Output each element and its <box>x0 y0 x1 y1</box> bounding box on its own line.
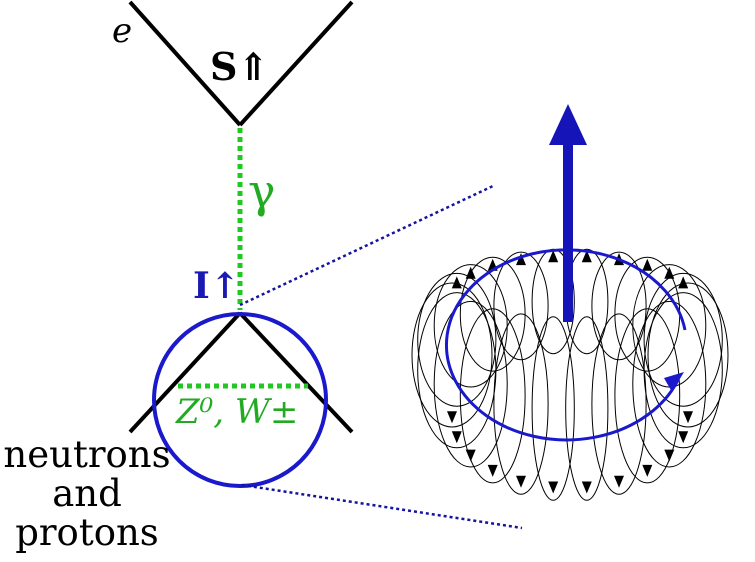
electron-line-out <box>238 0 354 127</box>
nucleons-label-line3: protons <box>15 510 159 554</box>
field-loop <box>493 313 549 495</box>
field-loop <box>411 282 493 428</box>
field-loop-arrowhead <box>451 276 462 289</box>
field-loop-arrowhead <box>451 431 462 444</box>
nucleon-vertex <box>128 311 354 434</box>
field-loop <box>614 308 681 484</box>
anapole-label: I↑ <box>193 265 241 307</box>
up-arrow-icon <box>549 104 587 322</box>
field-loop-arrowhead <box>678 431 689 444</box>
field-loop <box>632 300 707 468</box>
electron-spin-label: S⇑ <box>210 44 270 89</box>
field-loop <box>643 292 723 449</box>
field-loop <box>417 292 497 449</box>
electron-vertex <box>128 0 354 127</box>
field-loop-arrowhead <box>581 250 592 263</box>
nucleons-label: neutrons and protons <box>2 433 172 554</box>
nucleons-label-line1: neutrons <box>3 433 171 476</box>
photon-label: γ <box>248 164 276 218</box>
nucleus-circle <box>152 312 328 488</box>
nucleons-label-line2: and <box>52 471 122 515</box>
field-loop <box>459 256 526 372</box>
field-loop-arrowhead <box>642 464 653 477</box>
field-loop-arrowhead <box>516 475 526 488</box>
field-loop <box>565 316 609 501</box>
field-loop <box>493 251 549 361</box>
electron-label: e <box>112 11 133 51</box>
field-loop <box>433 300 508 468</box>
field-loop <box>643 272 723 407</box>
field-loop <box>647 282 729 428</box>
field-loop <box>417 272 497 407</box>
nucleon-line-in <box>128 311 242 434</box>
field-loop <box>459 308 526 484</box>
field-loop <box>591 313 647 495</box>
field-loop-arrowhead <box>548 250 559 263</box>
field-loop <box>531 316 575 501</box>
field-loop-arrowhead <box>678 276 689 289</box>
field-loop-arrowhead <box>548 481 559 494</box>
field-loop-arrowhead <box>447 411 457 424</box>
field-loop <box>591 251 647 361</box>
field-loop <box>433 264 508 388</box>
zoom-connector-bottom <box>241 483 523 530</box>
circular-arrow-icon <box>445 248 687 442</box>
field-loop-arrowhead <box>683 411 693 424</box>
field-loop-arrowhead <box>465 449 476 462</box>
circular-arrow-head <box>664 372 684 392</box>
nucleon-line-out <box>238 311 354 434</box>
field-loop-arrowhead <box>581 481 592 494</box>
electron-line-in <box>128 0 242 127</box>
field-loop-arrowhead <box>642 258 653 271</box>
field-loop-arrowhead <box>516 253 526 266</box>
field-loop-arrowhead <box>487 464 498 477</box>
field-loop-arrowhead <box>614 475 624 488</box>
zoom-connector-top <box>239 184 494 307</box>
weak-boson-label: Z⁰, W± <box>176 392 299 432</box>
toroid-field-loops <box>411 248 729 501</box>
